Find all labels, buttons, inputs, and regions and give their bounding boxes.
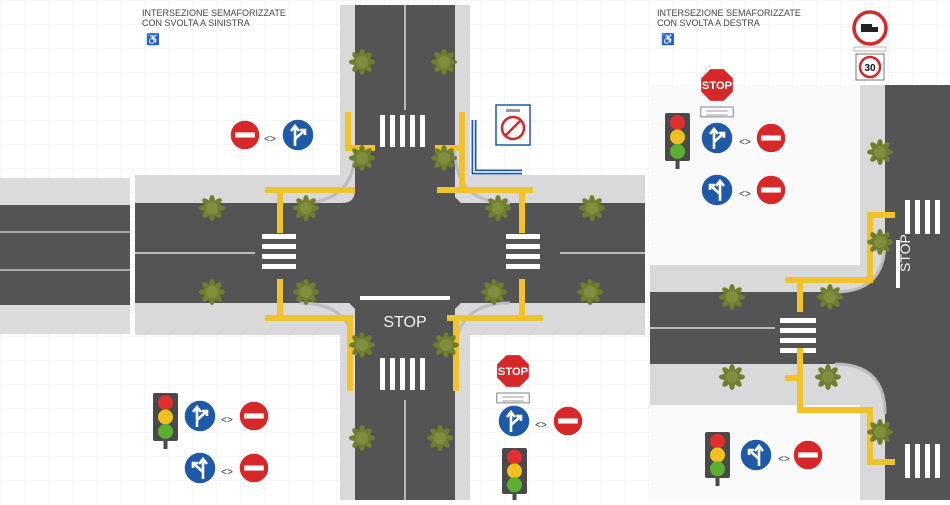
- tree-icon: [349, 425, 375, 451]
- no-entry-sign-icon: [238, 452, 270, 484]
- right-crosswalk-north: [905, 200, 940, 234]
- tree-icon: [433, 332, 459, 358]
- left-intersection: STOP: [0, 5, 645, 500]
- right-panel-title: INTERSEZIONE SEMAFORIZZATE CON SVOLTA A …: [657, 8, 801, 28]
- traffic-light-icon: [502, 448, 527, 502]
- left-title-line1: INTERSEZIONE SEMAFORIZZATE: [142, 8, 286, 18]
- left-panel-title: INTERSEZIONE SEMAFORIZZATE CON SVOLTA A …: [142, 8, 286, 28]
- no-entry-sign-icon: [238, 400, 270, 432]
- stop-sign-icon: STOP: [699, 67, 735, 118]
- traffic-light-icon: [705, 432, 730, 486]
- tree-icon: [817, 284, 843, 310]
- sign-separator: <>: [739, 189, 751, 200]
- tree-icon: [349, 332, 375, 358]
- junction-box: [330, 178, 480, 328]
- right-title-line1: INTERSEZIONE SEMAFORIZZATE: [657, 8, 801, 18]
- tree-icon: [427, 425, 453, 451]
- tree-icon: [867, 229, 893, 255]
- tree-icon: [431, 49, 457, 75]
- pedestrian-icon: ♿: [146, 34, 160, 46]
- sign-separator: <>: [221, 415, 233, 426]
- tree-icon: [719, 364, 745, 390]
- no-trucks-sign-icon: [852, 10, 888, 52]
- sign-separator: <>: [264, 134, 276, 145]
- stop-sign-icon: STOP: [495, 353, 531, 404]
- stop-road-marking: STOP: [383, 314, 426, 331]
- right-stop-road-marking: STOP: [897, 234, 913, 272]
- tree-icon: [815, 364, 841, 390]
- speed-limit-sign-icon: 30: [855, 53, 885, 81]
- tree-icon: [293, 195, 319, 221]
- tree-icon: [293, 279, 319, 305]
- straight-or-left-sign-icon: [700, 121, 734, 155]
- traffic-light-icon: [665, 113, 690, 169]
- straight-or-left-sign-icon: [183, 399, 217, 433]
- tree-icon: [199, 279, 225, 305]
- tree-icon: [579, 195, 605, 221]
- right-tactile-paths: [785, 212, 895, 465]
- right-title-line2: CON SVOLTA A DESTRA: [657, 18, 760, 28]
- tree-icon: [349, 49, 375, 75]
- right-crosswalk-south: [905, 444, 940, 478]
- tree-icon: [199, 195, 225, 221]
- tree-icon: [867, 139, 893, 165]
- no-entry-sign-icon: [229, 119, 261, 151]
- straight-or-left-sign-icon: [281, 118, 315, 152]
- speed-limit-value: 30: [864, 63, 876, 74]
- svg-text:STOP: STOP: [498, 366, 529, 378]
- crosswalk-north: [380, 115, 425, 147]
- straight-or-left-sign-icon: [497, 404, 531, 438]
- sign-separator: <>: [221, 467, 233, 478]
- tree-icon: [431, 145, 457, 171]
- left-stub-road: [0, 205, 130, 305]
- no-entry-sign-icon: [552, 405, 584, 437]
- straight-or-right-sign-icon: [700, 173, 734, 207]
- tree-icon: [577, 279, 603, 305]
- sign-separator: <>: [535, 420, 547, 431]
- sign-separator: <>: [778, 454, 790, 465]
- pedestrian-icon-right: ♿: [661, 34, 675, 46]
- crosswalk-west: [262, 234, 296, 269]
- no-entry-sign-icon: [755, 174, 787, 206]
- crosswalk-south: [380, 358, 425, 390]
- no-parking-sign-icon: [495, 104, 531, 146]
- traffic-light-icon: [153, 393, 178, 449]
- tree-icon: [867, 419, 893, 445]
- crosswalk-east: [506, 234, 540, 269]
- sign-separator: <>: [739, 137, 751, 148]
- left-title-line2: CON SVOLTA A SINISTRA: [142, 18, 250, 28]
- no-entry-sign-icon: [792, 439, 824, 471]
- tree-icon: [485, 195, 511, 221]
- tree-icon: [349, 145, 375, 171]
- svg-text:STOP: STOP: [702, 80, 733, 92]
- tree-icon: [719, 284, 745, 310]
- straight-or-right-sign-icon: [739, 438, 773, 472]
- tree-icon: [481, 279, 507, 305]
- right-intersection: STOP: [650, 85, 950, 500]
- straight-or-right-sign-icon: [183, 451, 217, 485]
- trees-group: [199, 49, 893, 451]
- no-entry-sign-icon: [755, 122, 787, 154]
